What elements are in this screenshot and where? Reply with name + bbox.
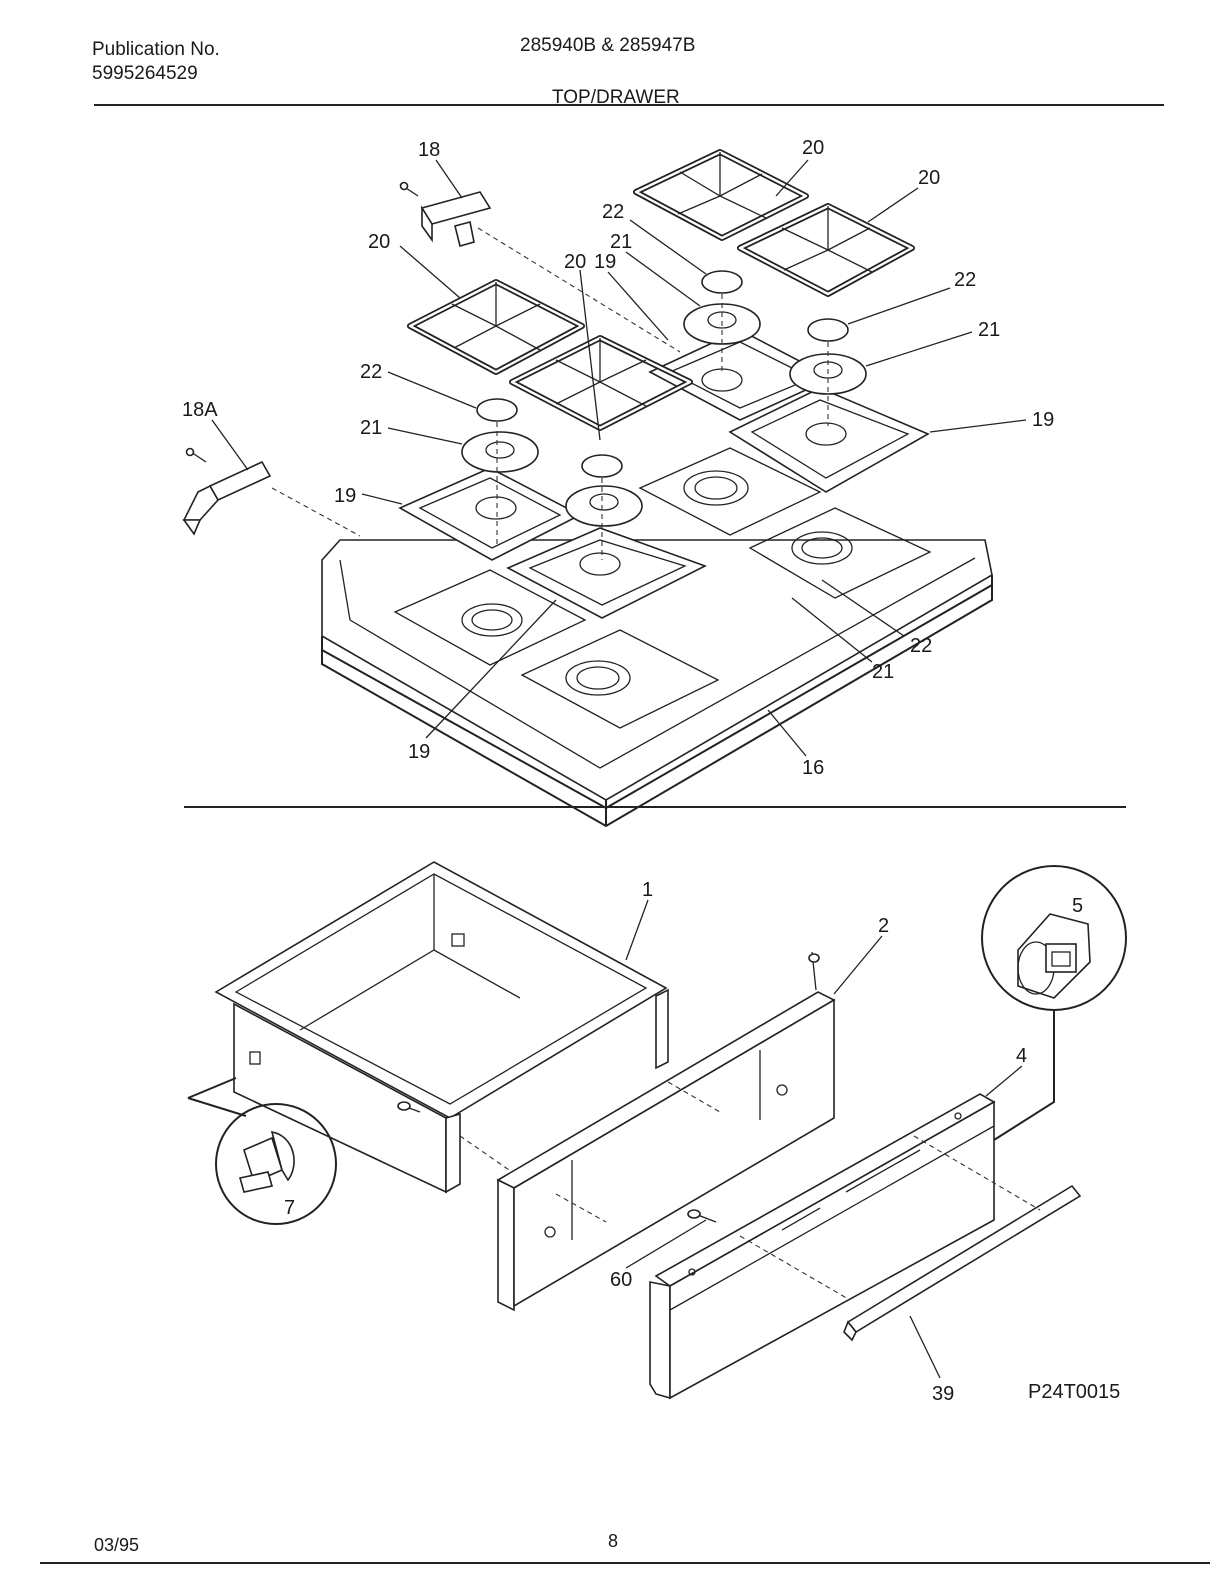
burner-panel-center [506, 527, 708, 619]
burner-well-front-center [520, 629, 720, 729]
drawer-front-left-edge [649, 1281, 671, 1400]
drawer-panel-left-edge [497, 1178, 515, 1312]
grate-rear-right-1 [633, 149, 809, 241]
callout-21-rear: 21 [610, 231, 632, 253]
callout-22-center: 22 [910, 635, 932, 657]
callout-20-left: 20 [368, 231, 390, 253]
burner-panel-left [398, 467, 582, 561]
publication-number: 5995264529 [92, 63, 198, 84]
main-top-skirt [321, 585, 993, 828]
callout-5: 5 [1072, 895, 1083, 917]
callout-18: 18 [418, 139, 440, 161]
callout-16: 16 [802, 757, 824, 779]
burner-cap-rear [701, 270, 743, 294]
callout-20-rear-b: 20 [918, 167, 940, 189]
callout-19-rear: 19 [594, 251, 616, 273]
callout-60: 60 [610, 1269, 632, 1291]
top-leader-lines [211, 159, 1027, 757]
footer-rule [40, 1562, 1210, 1564]
callout-1: 1 [642, 879, 653, 901]
publication-label: Publication No. [92, 39, 220, 60]
callout-20-rear-a: 20 [802, 137, 824, 159]
detail-bubble-5 [981, 865, 1127, 1141]
burner-cap-center [581, 454, 623, 478]
grate-rear-right-2 [737, 203, 915, 297]
burner-well-rear-center [638, 447, 822, 536]
hinge-bracket-side [182, 447, 272, 536]
diagram-code: P24T0015 [1028, 1381, 1120, 1403]
drawer-callouts: 1 2 5 4 7 60 39 P24T0015 [284, 879, 1120, 1405]
section-title: TOP/DRAWER [552, 87, 680, 108]
header-rule [94, 104, 1164, 106]
burner-cap-left [476, 398, 518, 422]
drawer-box-rim [214, 861, 668, 1119]
drawer-leader-lines [625, 899, 1023, 1379]
burner-well-front-right [748, 507, 932, 599]
drawer-front-face [669, 1100, 995, 1400]
trim-ring-center [565, 485, 643, 527]
callout-21-right: 21 [978, 319, 1000, 341]
drawer-panel-face [513, 998, 835, 1308]
burner-well-front-left [393, 569, 587, 666]
callout-18a: 18A [182, 399, 218, 421]
drawer-assembly [187, 861, 1127, 1400]
callout-19-center: 19 [408, 741, 430, 763]
callout-20-center: 20 [564, 251, 586, 273]
callout-22-rear: 22 [602, 201, 624, 223]
callout-22-right: 22 [954, 269, 976, 291]
page-number: 8 [608, 1531, 619, 1551]
burner-panel-right [728, 387, 930, 493]
grate-front-left-1 [407, 279, 585, 375]
model-numbers: 285940B & 285947B [520, 35, 696, 56]
callout-4: 4 [1016, 1045, 1027, 1067]
cooktop-assembly [182, 149, 993, 828]
footer-date: 03/95 [94, 1535, 140, 1555]
trim-ring-left [461, 431, 539, 473]
callout-7: 7 [284, 1197, 295, 1219]
callout-22-left: 22 [360, 361, 382, 383]
callout-21-center: 21 [872, 661, 894, 683]
main-top-inner-rim [339, 557, 976, 769]
callout-21-left: 21 [360, 417, 382, 439]
callout-2: 2 [878, 915, 889, 937]
burner-cap-right [807, 318, 849, 342]
callout-19-right: 19 [1032, 409, 1054, 431]
hinge-bracket-rear [399, 181, 492, 247]
callout-19-left: 19 [334, 485, 356, 507]
grate-front-left-2 [509, 335, 693, 431]
section-divider [184, 806, 1126, 808]
top-callouts: 18 20 20 22 21 20 20 19 22 21 19 18A 22 … [182, 137, 1054, 779]
detail-bubble-7 [187, 1077, 337, 1225]
callout-39: 39 [932, 1383, 954, 1405]
